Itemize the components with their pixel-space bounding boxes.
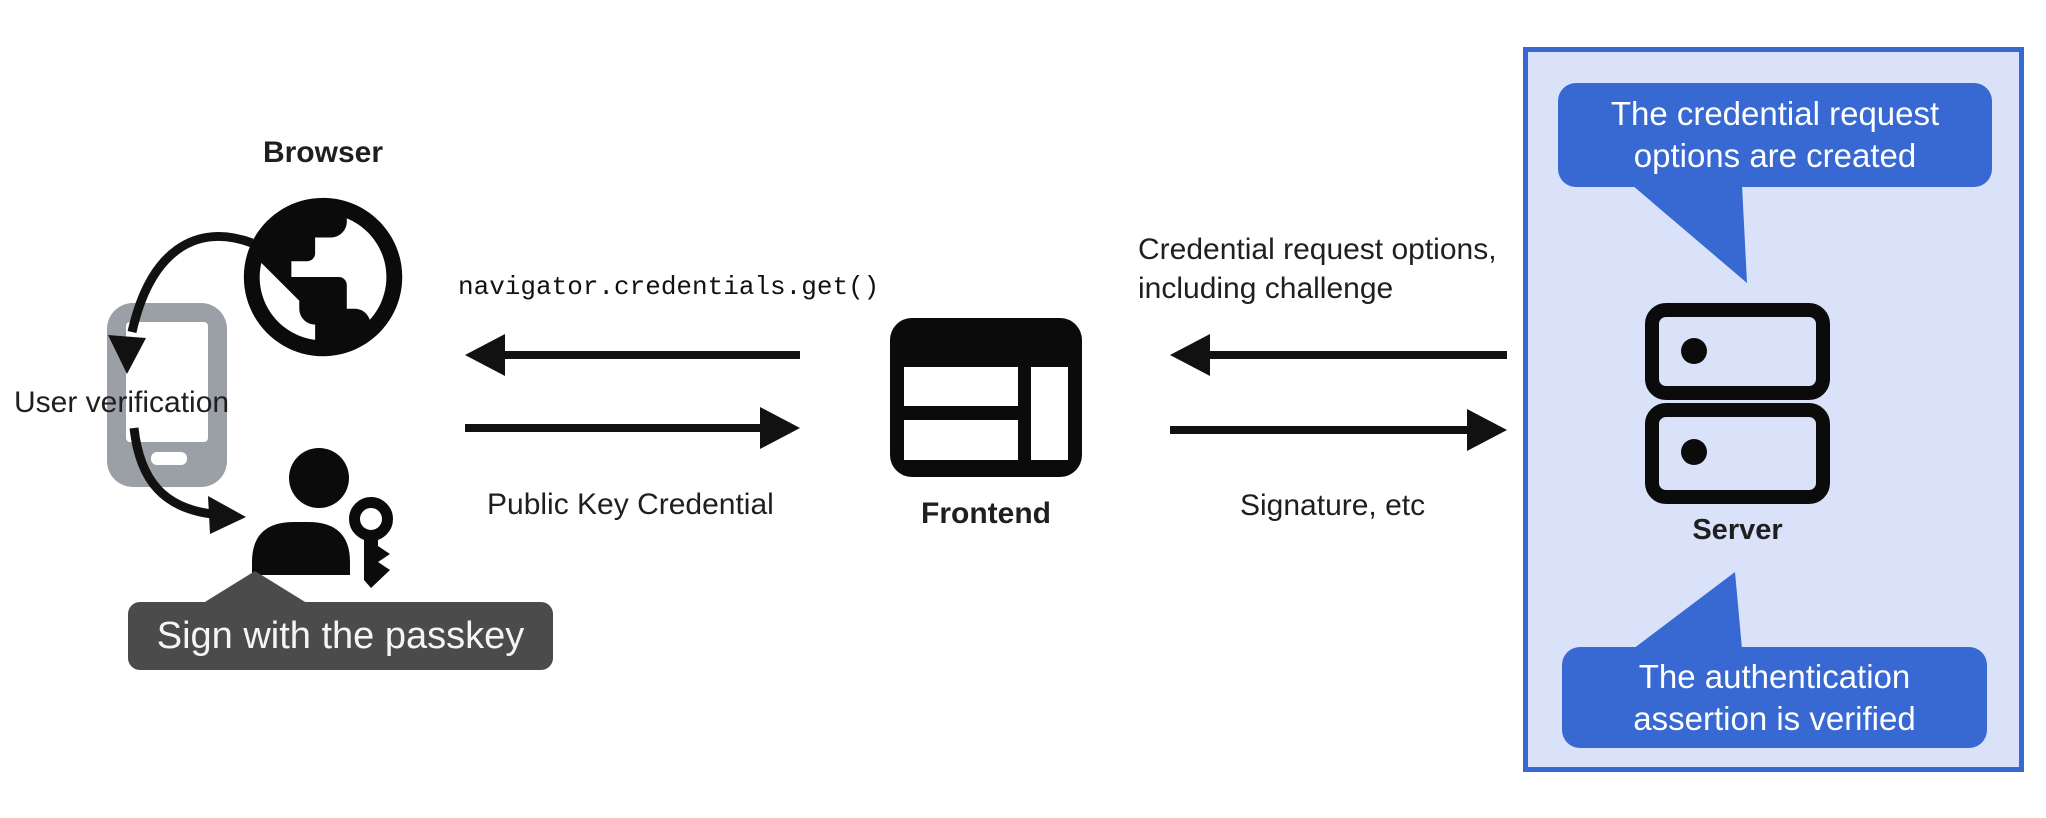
callout-bottom-line2: assertion is verified: [1633, 699, 1916, 737]
arrow-signature: [1170, 409, 1507, 451]
credential-request-line1: Credential request options,: [1138, 233, 1497, 266]
callout-top-line2: options are created: [1633, 137, 1917, 174]
speech-tail-top: [1632, 185, 1747, 283]
api-call-label: navigator.credentials.get(): [458, 272, 880, 302]
arrow-credential-request-options: [1170, 334, 1507, 376]
sign-with-passkey-tooltip: Sign with the passkey: [128, 602, 553, 670]
callout-assertion-verified: The authentication assertion is verified: [1562, 647, 1987, 748]
globe-icon: [243, 197, 403, 357]
user-verification-label: User verification: [14, 386, 230, 419]
signature-label: Signature, etc: [1240, 489, 1426, 522]
arrow-public-key-credential: [465, 407, 800, 449]
person-passkey-icon: [252, 448, 393, 588]
callout-top-line1: The credential request: [1610, 95, 1940, 132]
curved-arrow-phone-to-user: [129, 427, 246, 534]
frontend-label: Frontend: [921, 497, 1051, 530]
curved-arrow-browser-to-phone: [108, 232, 254, 374]
browser-window-icon: [890, 318, 1082, 477]
server-label: Server: [1692, 514, 1783, 546]
credential-request-line2: including challenge: [1138, 272, 1394, 305]
callout-bottom-line1: The authentication: [1638, 657, 1911, 695]
speech-tail-bottom: [1633, 572, 1742, 649]
callout-credential-request-created: The credential request options are creat…: [1558, 83, 1992, 187]
credential-request-label: Credential request options, including ch…: [1138, 230, 1497, 308]
browser-label: Browser: [262, 136, 384, 169]
public-key-credential-label: Public Key Credential: [487, 488, 774, 521]
arrow-get-call: [465, 334, 800, 376]
server-rack-icon: [1645, 303, 1830, 504]
sign-with-passkey-text: Sign with the passkey: [156, 614, 525, 657]
